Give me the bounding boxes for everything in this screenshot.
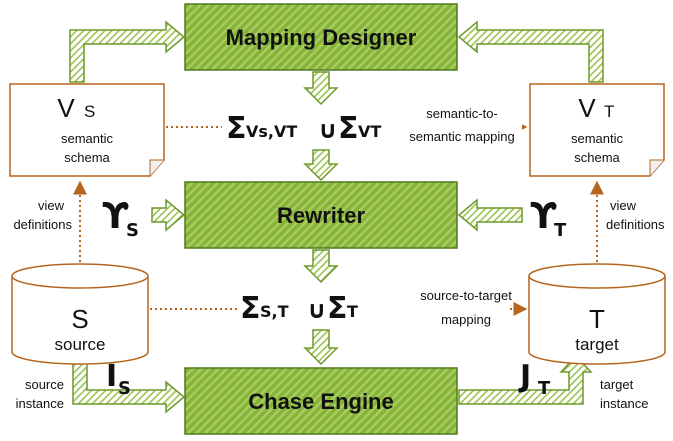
upsilon-t-symbol: ϒ T	[530, 196, 567, 241]
down-arrow-formula-to-rewriter	[303, 149, 339, 182]
vt-line2: schema	[574, 150, 620, 165]
upsilon-s-symbol: ϒ S	[102, 196, 139, 241]
source-instance-2: instance	[16, 396, 64, 411]
i-s-sub: S	[118, 378, 131, 399]
formula-mid-right-sub: T	[347, 302, 358, 321]
source-label: source	[54, 335, 105, 354]
mapping-designer-label: Mapping Designer	[226, 25, 417, 50]
arrow-vs-to-designer	[69, 20, 186, 83]
vs-sub-letter: S	[84, 102, 95, 121]
down-arrow-rewriter-to-formula	[303, 249, 339, 284]
vs-semantic-schema-doc: V S semantic schema	[9, 83, 165, 177]
upsilon-t-sub: T	[554, 220, 567, 241]
semantic-mapping-label-2: semantic mapping	[409, 129, 515, 144]
formula-top: Σ Vs,VT ∪ Σ VT	[222, 111, 522, 146]
source-database: S source	[11, 263, 149, 365]
vt-main-letter: V	[578, 93, 596, 123]
vt-line1: semantic	[571, 131, 624, 146]
j-t-symbol: J T	[518, 359, 551, 399]
formula-mid: Σ S,T ∪ Σ T	[237, 291, 509, 326]
target-instance-2: instance	[600, 396, 648, 411]
arrow-upsilon-t-to-rewriter	[457, 198, 523, 232]
sigma-mid-right: Σ	[327, 291, 348, 326]
upsilon-s-char: ϒ	[102, 196, 130, 237]
source-target-label-2: mapping	[441, 312, 491, 327]
view-defs-left-1: view	[38, 198, 65, 213]
arrow-vt-to-designer	[457, 20, 604, 83]
formula-top-union: ∪	[318, 116, 338, 144]
mapping-designer-box: Mapping Designer	[184, 3, 458, 71]
vt-semantic-schema-doc: V T semantic schema	[529, 83, 665, 177]
target-instance-1: target	[600, 377, 634, 392]
formula-top-right-sub: VT	[358, 122, 381, 141]
vs-line2: schema	[64, 150, 110, 165]
arrow-upsilon-s-to-rewriter	[151, 198, 186, 232]
source-letter: S	[71, 304, 88, 334]
sigma-mid-left: Σ	[240, 291, 261, 326]
semantic-mapping-label-1: semantic-to-	[426, 106, 498, 121]
view-defs-right-1: view	[610, 198, 637, 213]
formula-mid-left-sub: S,T	[260, 302, 289, 321]
source-target-label-1: source-to-target	[420, 288, 512, 303]
upsilon-s-sub: S	[126, 220, 139, 241]
down-arrow-formula-to-chase	[303, 329, 339, 366]
source-instance-1: source	[25, 377, 64, 392]
i-s-char: I	[106, 359, 117, 394]
vs-line1: semantic	[61, 131, 114, 146]
view-defs-right-2: definitions	[606, 217, 665, 232]
formula-mid-union: ∪	[307, 296, 327, 324]
j-t-char: J	[518, 359, 531, 394]
chase-engine-label: Chase Engine	[248, 389, 393, 414]
view-defs-left-2: definitions	[13, 217, 72, 232]
target-label: target	[575, 335, 619, 354]
vt-sub-letter: T	[604, 102, 614, 121]
formula-top-left-sub: Vs,VT	[246, 122, 297, 141]
vs-main-letter: V	[57, 93, 75, 123]
upsilon-t-char: ϒ	[530, 196, 558, 237]
rewriter-label: Rewriter	[277, 203, 365, 228]
chase-engine-box: Chase Engine	[184, 367, 458, 435]
sigma-top-right: Σ	[338, 111, 359, 146]
arrow-source-to-chase	[72, 339, 186, 414]
i-s-symbol: I S	[106, 359, 131, 399]
j-t-sub: T	[538, 378, 551, 399]
sigma-top-left: Σ	[226, 111, 247, 146]
target-database: T target	[528, 263, 666, 365]
rewriter-box: Rewriter	[184, 181, 458, 249]
target-letter: T	[589, 304, 605, 334]
down-arrow-designer-to-formula	[303, 71, 339, 106]
